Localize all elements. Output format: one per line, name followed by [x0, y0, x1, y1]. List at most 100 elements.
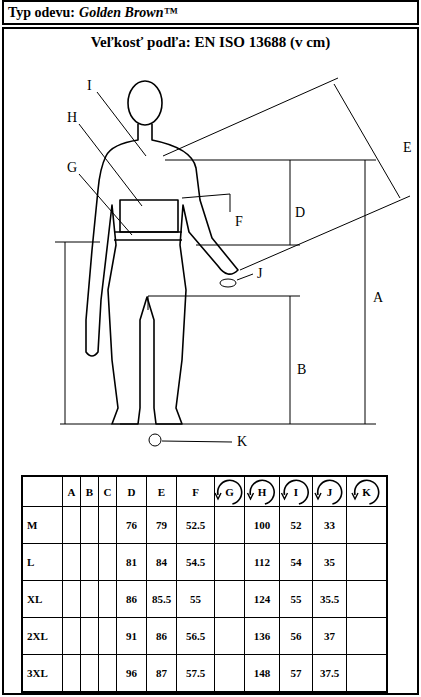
table-cell: 79: [146, 506, 177, 544]
measure-value: 35.5: [320, 593, 339, 605]
table-cell: [214, 654, 245, 692]
table-cell: [62, 617, 81, 655]
table-corner: [22, 476, 63, 507]
table-cell: [80, 654, 99, 692]
table-header: G: [214, 476, 245, 507]
measure-value: 37: [324, 630, 335, 642]
measure-value: 55: [190, 593, 201, 605]
table-header: K: [346, 476, 387, 507]
measure-value: 33: [324, 519, 335, 531]
dimension-letter: A: [372, 290, 384, 306]
table-header: H: [244, 476, 280, 507]
table-cell: 52: [279, 506, 313, 544]
table-cell: 55: [279, 580, 313, 618]
table-cell: 57: [279, 654, 313, 692]
size-label: 2XL: [27, 630, 48, 642]
size-label: M: [22, 506, 63, 544]
table-cell: [346, 654, 387, 692]
column-header: G: [224, 486, 235, 498]
table-cell: [62, 654, 81, 692]
table-cell: 57.5: [176, 654, 215, 692]
column-header: K: [361, 486, 372, 498]
measure-value: 57: [291, 667, 302, 679]
measure-value: 91: [126, 630, 137, 642]
measure-value: 96: [126, 667, 137, 679]
table-cell: [62, 543, 81, 581]
table-cell: 56.5: [176, 617, 215, 655]
table-header: I: [279, 476, 313, 507]
table-frame: [21, 475, 388, 693]
column-header: E: [158, 486, 165, 498]
column-header: I: [293, 486, 299, 498]
table-cell: [214, 617, 245, 655]
table-cell: 37: [312, 617, 347, 655]
measure-value: 56.5: [186, 630, 205, 642]
size-label: XL: [22, 580, 63, 618]
measure-value: 112: [254, 556, 270, 568]
table-cell: [346, 580, 387, 618]
measure-value: 55: [291, 593, 302, 605]
size-label: 2XL: [22, 617, 63, 655]
table-cell: 148: [244, 654, 280, 692]
table-cell: [98, 617, 117, 655]
dimension-letter: G: [66, 160, 78, 176]
size-panel: Veľkosť podľa: EN ISO 13688 (v cm): [2, 27, 419, 695]
table-cell: 37.5: [312, 654, 347, 692]
measure-value: 86: [156, 630, 167, 642]
measure-value: 79: [156, 519, 167, 531]
table-cell: [80, 506, 99, 544]
size-label: M: [27, 519, 37, 531]
table-cell: 100: [244, 506, 280, 544]
table-cell: [80, 617, 99, 655]
measure-value: 86: [126, 593, 137, 605]
table-cell: 55: [176, 580, 215, 618]
measure-value: 100: [254, 519, 271, 531]
table-cell: 33: [312, 506, 347, 544]
table-header: J: [312, 476, 347, 507]
measure-value: 85.5: [152, 593, 171, 605]
table-cell: [98, 580, 117, 618]
column-header: F: [192, 486, 199, 498]
table-cell: 124: [244, 580, 280, 618]
table-cell: [346, 543, 387, 581]
measure-value: 57.5: [186, 667, 205, 679]
garment-name: Golden Brown™: [79, 5, 177, 21]
table-cell: [80, 543, 99, 581]
measure-value: 52.5: [186, 519, 205, 531]
column-header: D: [128, 486, 136, 498]
table-cell: 96: [116, 654, 147, 692]
measure-value: 84: [156, 556, 167, 568]
table-cell: 76: [116, 506, 147, 544]
column-header: B: [86, 486, 93, 498]
column-header: A: [68, 486, 76, 498]
table-header: F: [176, 476, 215, 507]
dimension-letter: H: [66, 110, 78, 126]
table-header: A: [62, 476, 81, 507]
measure-value: 87: [156, 667, 167, 679]
table-cell: 84: [146, 543, 177, 581]
column-header: C: [104, 486, 112, 498]
measure-value: 35: [324, 556, 335, 568]
table-cell: 112: [244, 543, 280, 581]
table-cell: [214, 580, 245, 618]
size-label: XL: [27, 593, 42, 605]
dimension-letter: B: [296, 362, 307, 378]
measure-value: 124: [254, 593, 271, 605]
table-header: C: [98, 476, 117, 507]
title-bar: Typ odevu:Golden Brown™: [2, 0, 419, 25]
dimension-letter: K: [236, 434, 248, 450]
table-cell: 56: [279, 617, 313, 655]
size-label: L: [27, 556, 34, 568]
dimension-letter: E: [402, 140, 413, 156]
measure-value: 56: [291, 630, 302, 642]
table-cell: 54.5: [176, 543, 215, 581]
dimension-letter: D: [294, 205, 306, 221]
table-cell: 52.5: [176, 506, 215, 544]
table-cell: 35.5: [312, 580, 347, 618]
dimension-letter: F: [234, 214, 244, 230]
table-cell: 136: [244, 617, 280, 655]
table-cell: [98, 654, 117, 692]
measure-value: 81: [126, 556, 137, 568]
size-label: 3XL: [27, 667, 48, 679]
